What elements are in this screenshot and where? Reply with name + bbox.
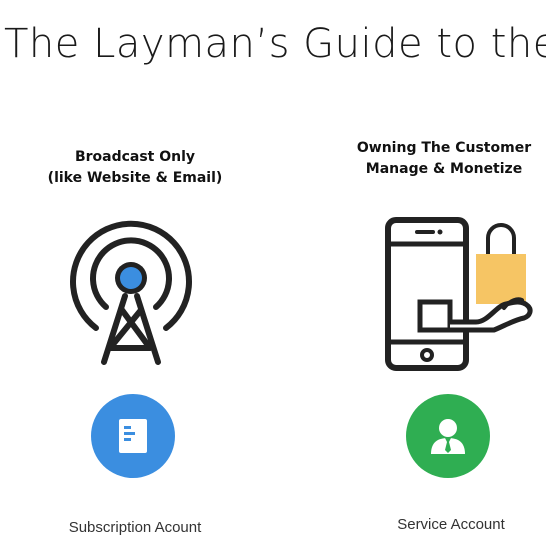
right-caption: Service Account (397, 516, 505, 533)
radio-tower-icon (66, 210, 196, 375)
right-heading: Owning The Customer Manage & Monetize (342, 138, 546, 180)
left-caption: Subscription Acount (68, 519, 202, 536)
mobile-shopping-icon (384, 214, 534, 372)
right-heading-line1: Owning The Customer (356, 140, 532, 156)
user-icon (431, 419, 465, 454)
left-heading: Broadcast Only (like Website & Email) (20, 147, 250, 189)
user-badge (406, 394, 490, 478)
left-heading-line2: (like Website & Email) (47, 170, 223, 186)
slide-title: The Layman’s Guide to the We (4, 21, 546, 67)
document-badge (91, 394, 175, 478)
left-heading-line1: Broadcast Only (74, 149, 196, 165)
right-heading-line2: Manage & Monetize (365, 161, 523, 177)
document-icon (119, 419, 147, 453)
